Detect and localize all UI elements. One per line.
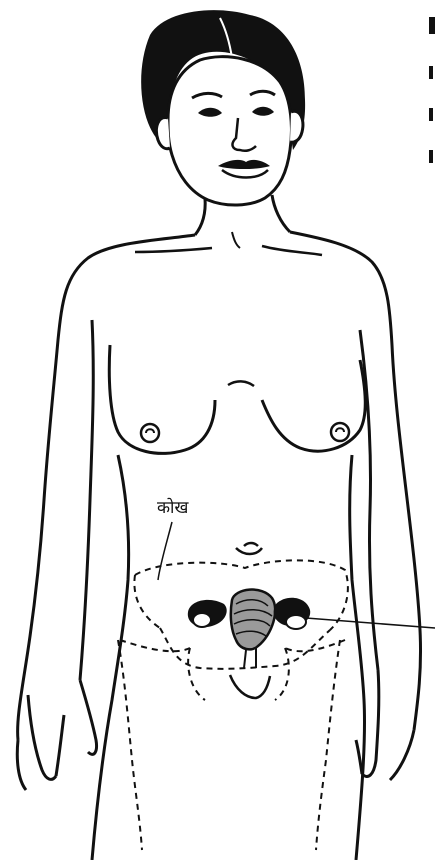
womb-label: कोख [157,497,189,518]
left-breast [109,345,215,453]
right-clavicle [262,246,322,255]
left-ear [156,118,170,149]
right-shoulder-arm [290,232,421,730]
left-clavicle [135,248,212,252]
womb-leader-line [158,522,172,580]
sternum-mark [228,381,254,386]
left-ovary [188,600,227,627]
left-nipple [141,424,159,442]
uterus [231,590,275,668]
right-ovary [274,598,311,629]
right-ear [290,111,303,142]
neck-right [272,195,290,232]
navel [236,543,262,554]
right-breast [262,360,365,451]
right-torso-side [350,455,365,860]
left-hand [17,680,96,790]
neck-left [195,198,205,235]
face-outline [168,57,291,205]
left-torso-side [92,455,129,860]
left-shoulder-arm [18,235,195,740]
pubic-curve [230,675,270,698]
cropped-text-fragments [429,17,435,163]
right-nipple [331,423,349,441]
throat-notch [232,232,240,248]
left-inner-arm [80,320,93,680]
ovary-leader-line [306,618,435,628]
